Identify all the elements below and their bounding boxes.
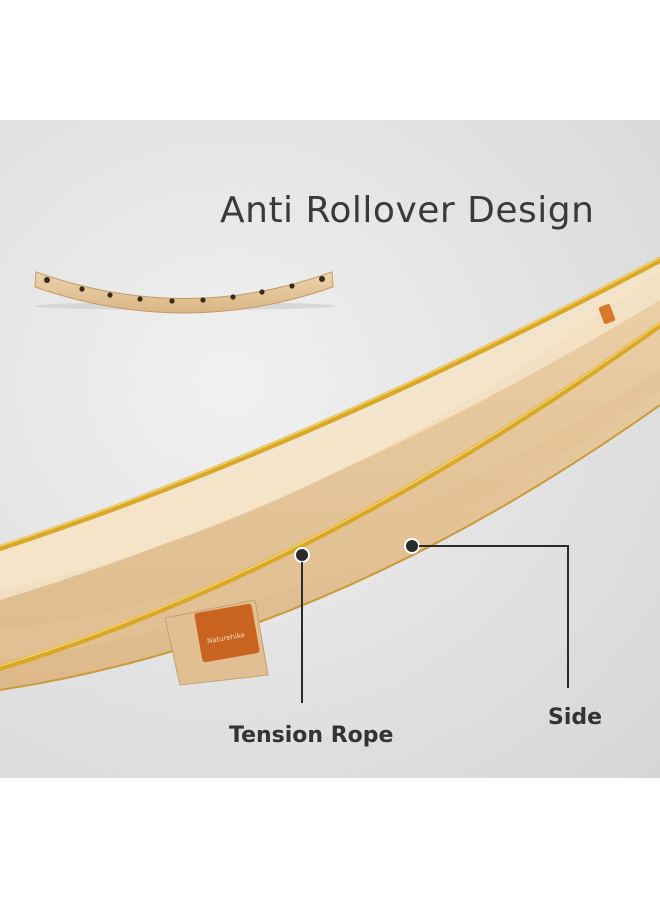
- hammock-body: [0, 257, 660, 691]
- tension-rope-callout: [294, 547, 310, 703]
- wood-spreader-bar: [34, 271, 335, 314]
- product-photo: Naturehike Anti Rollover Design Tension …: [0, 120, 660, 778]
- headline: Anti Rollover Design: [220, 190, 595, 231]
- side-label: Side: [548, 705, 603, 730]
- side-callout: [404, 538, 569, 688]
- hammock-illustration: Naturehike: [0, 257, 660, 703]
- tension-rope-label: Tension Rope: [229, 723, 394, 748]
- storage-pouch: Naturehike: [164, 599, 269, 686]
